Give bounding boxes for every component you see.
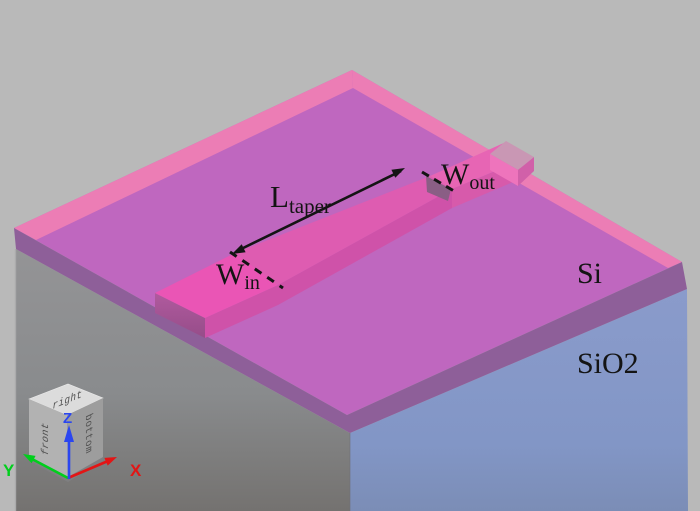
sio2-right-face (350, 289, 688, 511)
y-axis-arrowhead (23, 454, 36, 464)
cube-face-label-front: front (40, 420, 51, 457)
taper-length-label: Ltaper (270, 179, 331, 218)
x-axis-label: X (130, 461, 142, 480)
x-axis: X (67, 457, 142, 480)
y-axis-label: Y (3, 461, 15, 480)
pink-border-strip-left (14, 70, 353, 240)
axis-triad: Y X Z (3, 410, 142, 480)
z-axis: Z (63, 410, 74, 479)
width-out-label: Wout (441, 158, 495, 194)
input-waveguide-top-face (155, 253, 278, 318)
taper-tip-face (426, 176, 451, 201)
taper-top-face (235, 176, 452, 285)
cube-right-face (67, 398, 103, 477)
orientation-cube[interactable]: right front bottom (28, 383, 104, 482)
y-axis: Y (3, 454, 69, 480)
width-out-dashed-line (421, 170, 455, 193)
output-end-block-front (490, 154, 518, 186)
si-material-label: Si (577, 257, 602, 290)
waveguide-end-face (155, 293, 205, 338)
z-axis-arrowhead (64, 425, 74, 442)
width-in-dashed-line (229, 250, 284, 290)
taper-length-arrow (232, 168, 405, 254)
si-slab-edge-band (14, 228, 687, 433)
waveguide-front-face (205, 189, 452, 338)
width-in-label: Win (216, 258, 260, 294)
output-end-block-right (518, 157, 534, 186)
x-axis-arrowhead (104, 457, 117, 466)
sio2-material-label: SiO2 (577, 347, 639, 380)
output-end-block-top (490, 141, 534, 170)
cube-left-face (29, 399, 68, 477)
cube-face-label-bottom: bottom (82, 412, 93, 456)
z-axis-label: Z (63, 410, 72, 427)
